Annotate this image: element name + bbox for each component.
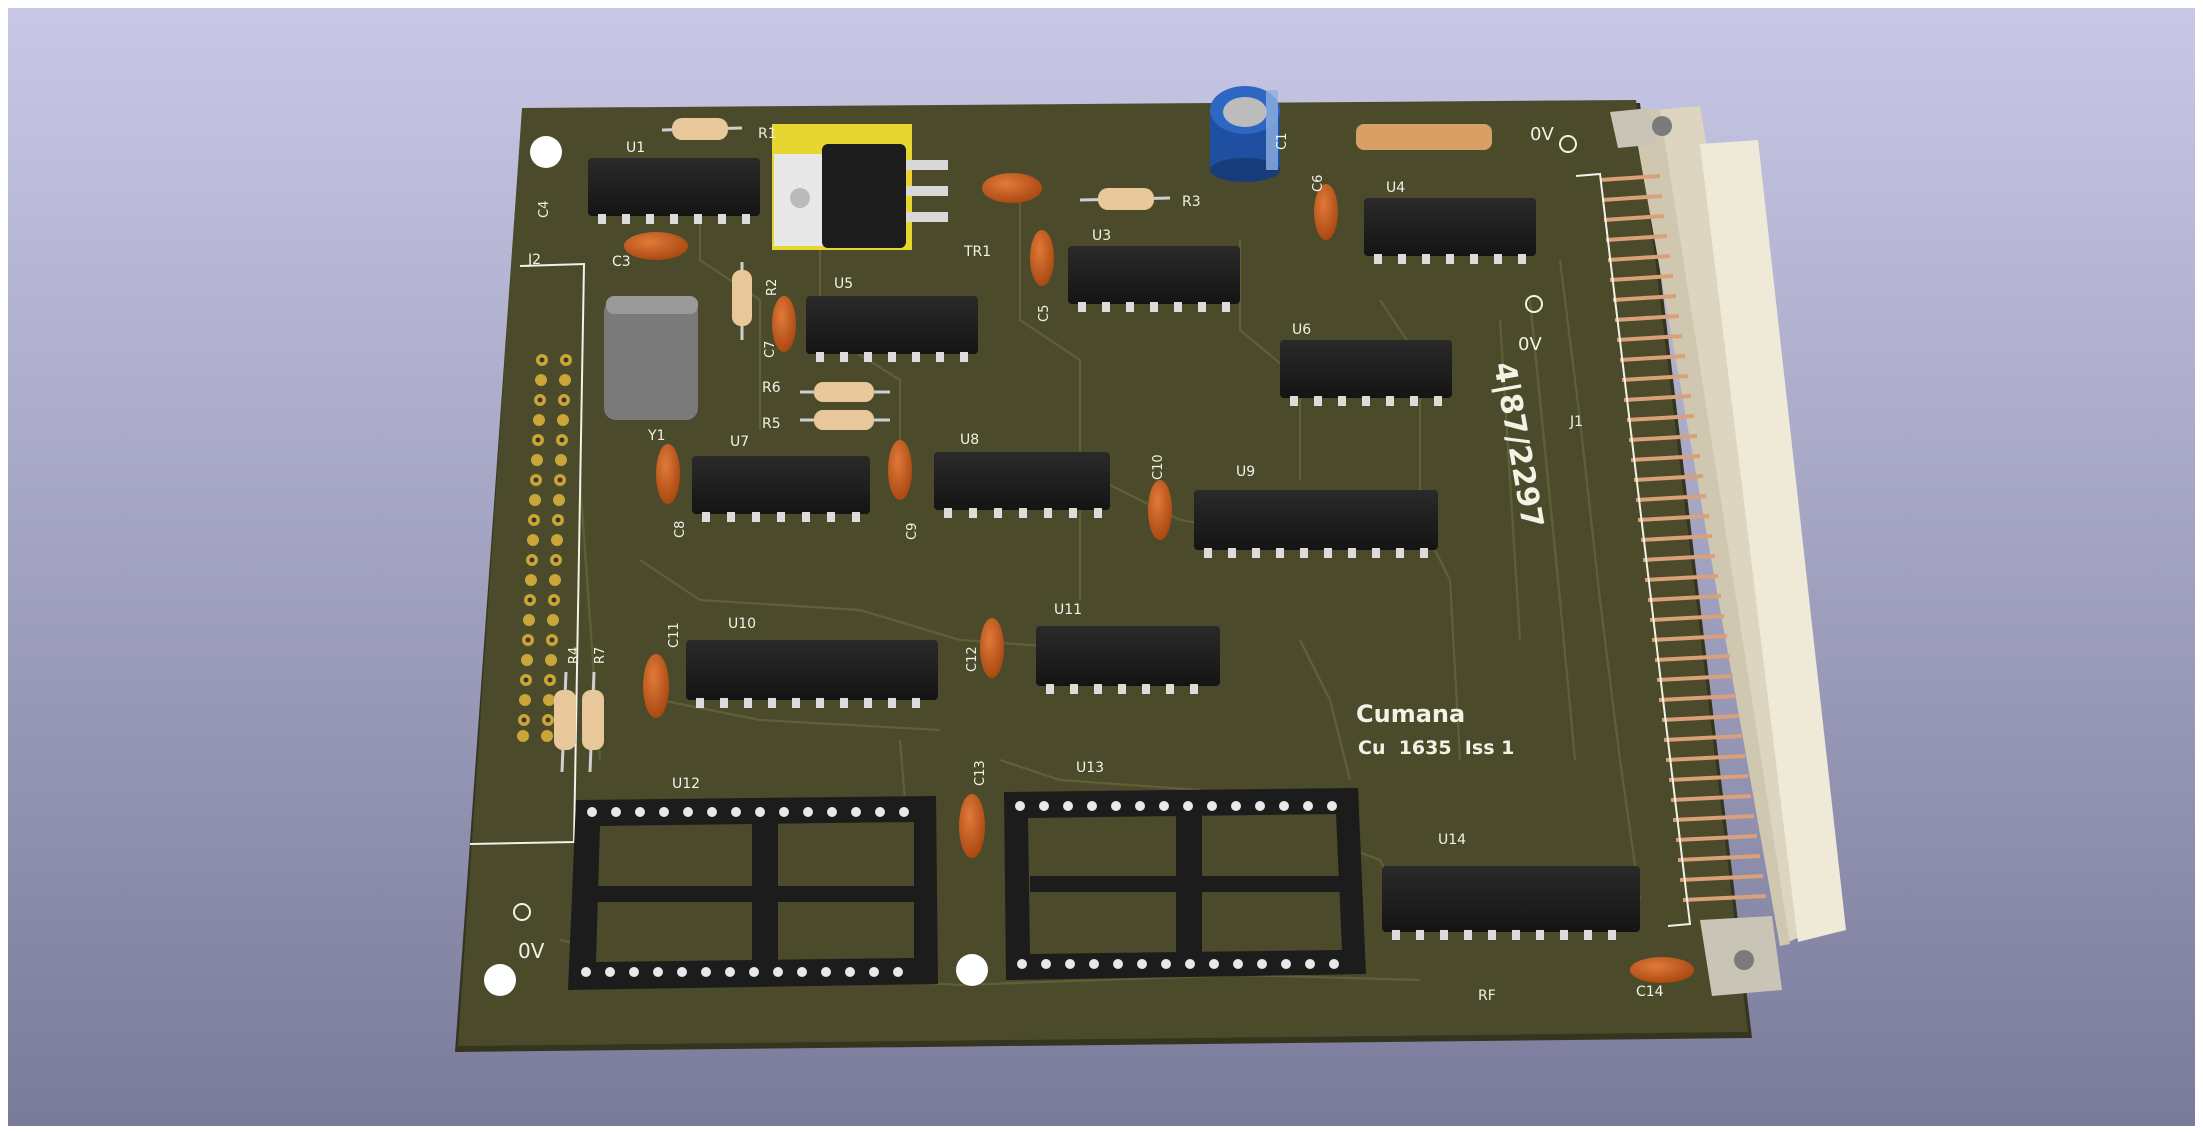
ic-u5: [806, 296, 978, 354]
svg-text:C12: C12: [965, 646, 980, 672]
wire-link: [1356, 124, 1492, 150]
svg-text:C6: C6: [1311, 175, 1326, 192]
svg-text:C8: C8: [673, 521, 688, 538]
part-number-label: Cu 1635 Iss 1: [1358, 737, 1514, 759]
mounting-holes: [484, 135, 1577, 996]
resistors: [554, 118, 1171, 773]
svg-text:J1: J1: [1569, 414, 1583, 430]
ic-u3: [1068, 246, 1240, 304]
j1-outline: [1575, 172, 1692, 927]
j1-edge-connector: [1610, 106, 1846, 996]
svg-text:C11: C11: [667, 622, 682, 648]
j2-outline: [469, 262, 586, 845]
svg-text:U5: U5: [834, 276, 853, 292]
electrolytic-capacitor-c1: [1210, 86, 1280, 182]
svg-text:U10: U10: [728, 616, 756, 632]
ic-u9: [1194, 490, 1438, 550]
ic-socket-u12: [568, 796, 938, 990]
j1-pins: [1599, 174, 1767, 902]
svg-text:C9: C9: [905, 523, 920, 540]
svg-text:C3: C3: [612, 254, 631, 270]
svg-text:C7: C7: [763, 341, 778, 358]
ic-legs: [598, 214, 1616, 940]
svg-text:C10: C10: [1151, 454, 1166, 480]
svg-text:R2: R2: [765, 279, 780, 296]
svg-text:J2: J2: [527, 252, 541, 268]
svg-text:R4: R4: [567, 647, 582, 664]
j2-pin-header: [517, 354, 572, 742]
ceramic-capacitors: [624, 173, 1694, 983]
ic-u6: [1280, 340, 1452, 398]
svg-text:U3: U3: [1092, 228, 1111, 244]
socket-contacts: [581, 801, 1339, 977]
ic-u4: [1364, 198, 1536, 256]
ground-label-bottom-left: 0V: [518, 939, 545, 963]
ic-u8: [934, 452, 1110, 510]
ic-socket-u13: [1004, 788, 1366, 980]
svg-text:Y1: Y1: [647, 428, 665, 444]
svg-text:U14: U14: [1438, 832, 1466, 848]
svg-text:U6: U6: [1292, 322, 1311, 338]
svg-text:U4: U4: [1386, 180, 1405, 196]
ic-u1: [588, 158, 760, 216]
svg-text:R3: R3: [1182, 194, 1201, 210]
svg-text:R1: R1: [758, 126, 777, 142]
svg-text:TR1: TR1: [963, 244, 991, 260]
svg-text:U8: U8: [960, 432, 979, 448]
corner-label: RF: [1478, 988, 1496, 1004]
svg-text:U7: U7: [730, 434, 749, 450]
svg-text:C14: C14: [1636, 984, 1664, 1000]
designator-labels: U1 U3 U4 U5 U6 U7 U8 U9 U10 U11 U12 U13 …: [527, 126, 1664, 1000]
svg-text:R6: R6: [762, 380, 781, 396]
voltage-regulator: [772, 124, 948, 250]
ic-u7: [692, 456, 870, 514]
brand-label: Cumana: [1356, 700, 1465, 728]
ground-label-top: 0V: [1530, 124, 1554, 145]
svg-text:R7: R7: [593, 647, 608, 664]
ic-u14: [1382, 866, 1640, 932]
svg-text:C13: C13: [973, 760, 988, 786]
svg-text:U1: U1: [626, 140, 645, 156]
svg-text:C4: C4: [537, 201, 552, 218]
ground-label-right: 0V: [1518, 334, 1542, 355]
crystal-y1: [604, 296, 698, 420]
svg-text:U13: U13: [1076, 760, 1104, 776]
svg-text:U11: U11: [1054, 602, 1082, 618]
svg-text:U12: U12: [672, 776, 700, 792]
svg-text:R5: R5: [762, 416, 781, 432]
ic-u11: [1036, 626, 1220, 686]
svg-text:C1: C1: [1275, 133, 1290, 150]
ic-u10: [686, 640, 938, 700]
svg-text:U9: U9: [1236, 464, 1255, 480]
svg-text:C5: C5: [1037, 305, 1052, 322]
